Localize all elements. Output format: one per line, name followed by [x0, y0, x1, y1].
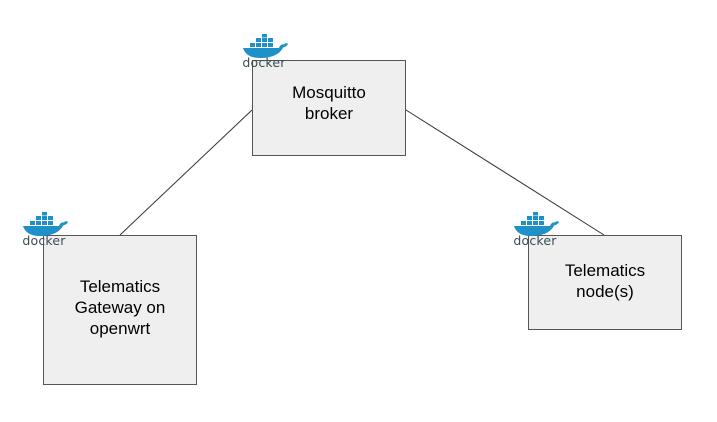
- docker-wordmark: docker: [513, 233, 557, 248]
- docker-wordmark: docker: [22, 233, 66, 248]
- telematics-gateway-label: Telematics Gateway on openwrt: [74, 276, 166, 338]
- connector-broker-gateway: [119, 109, 253, 236]
- mosquitto-broker-label: Mosquitto broker: [292, 83, 366, 123]
- mosquitto-broker-box: Mosquitto broker: [252, 60, 406, 156]
- docker-wordmark: docker: [242, 55, 286, 70]
- telematics-gateway-box: Telematics Gateway on openwrt: [43, 235, 197, 385]
- connector-broker-nodes: [405, 109, 605, 236]
- docker-logo-nodes: docker: [509, 212, 561, 250]
- docker-logo-broker: docker: [238, 34, 290, 72]
- docker-logo-gateway: docker: [18, 212, 70, 250]
- telematics-nodes-label: Telematics node(s): [564, 260, 646, 301]
- docker-whale-icon: [23, 212, 68, 236]
- docker-whale-icon: [243, 34, 288, 58]
- telematics-nodes-box: Telematics node(s): [528, 235, 682, 330]
- docker-whale-icon: [514, 212, 559, 236]
